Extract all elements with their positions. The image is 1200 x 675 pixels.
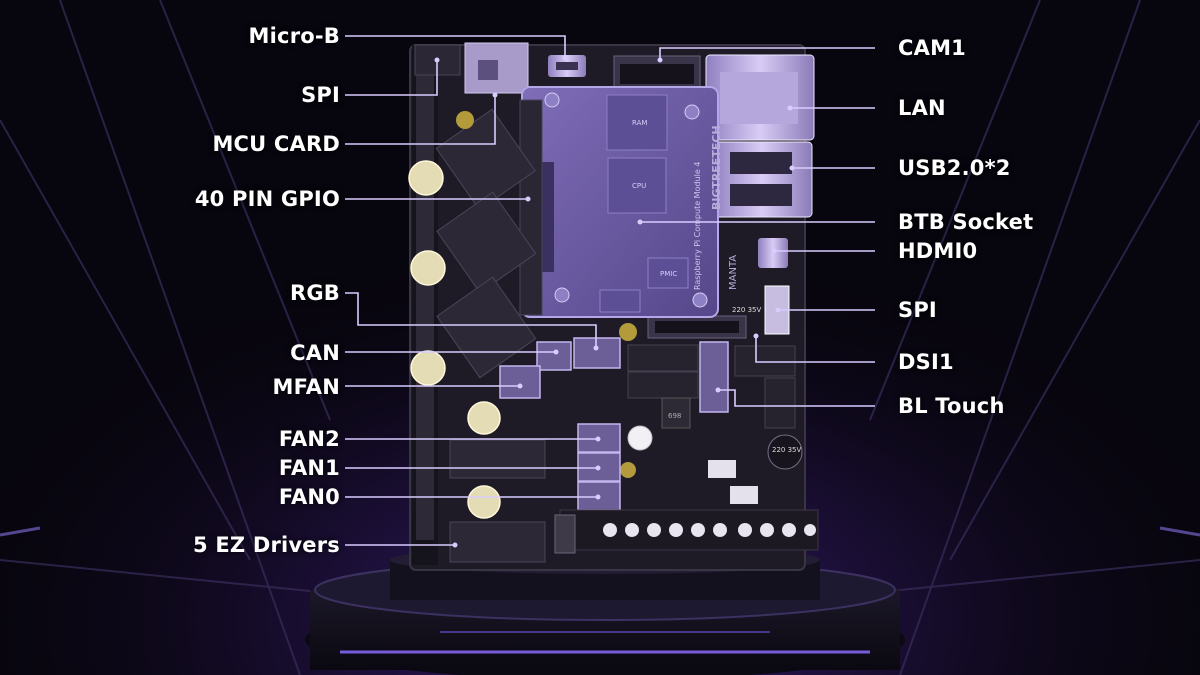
callout-lines bbox=[345, 35, 875, 546]
label-lan: LAN bbox=[898, 96, 946, 120]
room-light-strips bbox=[0, 526, 1200, 537]
line-micro-b bbox=[345, 35, 566, 58]
label-cam1: CAM1 bbox=[898, 36, 966, 60]
label-fan1: FAN1 bbox=[278, 456, 340, 480]
label-mfan: MFAN bbox=[272, 375, 340, 399]
label-spi-left: SPI bbox=[301, 83, 340, 107]
manta-board bbox=[408, 42, 819, 571]
pmic-chip-text: PMIC bbox=[660, 270, 677, 278]
line-dsi1 bbox=[755, 336, 875, 363]
label-rgb: RGB bbox=[289, 281, 340, 305]
label-usb: USB2.0*2 bbox=[898, 156, 1011, 180]
label-ez-drivers: 5 EZ Drivers bbox=[193, 533, 340, 557]
label-mcu-card: MCU CARD bbox=[212, 132, 340, 156]
label-dsi1: DSI1 bbox=[898, 350, 954, 374]
line-bl-touch bbox=[718, 389, 875, 407]
model-text: MANTA bbox=[728, 255, 739, 290]
line-mcu-card bbox=[345, 95, 496, 145]
label-micro-b: Micro-B bbox=[248, 24, 340, 48]
label-btb: BTB Socket bbox=[898, 210, 1034, 234]
callout-dots bbox=[434, 55, 795, 548]
cm-text: Raspberry Pi Compute Module 4 bbox=[693, 162, 702, 290]
line-spi-left bbox=[345, 60, 438, 96]
label-hdmi0: HDMI0 bbox=[898, 239, 978, 263]
brand-text: BIGTREETECH bbox=[710, 125, 723, 210]
small-chip-text: 698 bbox=[668, 412, 681, 420]
line-rgb bbox=[345, 292, 597, 348]
label-gpio: 40 PIN GPIO bbox=[194, 187, 340, 211]
cap-text-2: 220 35V bbox=[732, 306, 761, 314]
cap-text-1: 220 35V bbox=[772, 446, 801, 454]
line-cam1 bbox=[659, 47, 875, 60]
pedestal bbox=[305, 546, 905, 675]
ram-chip-text: RAM bbox=[632, 119, 647, 127]
label-fan2: FAN2 bbox=[278, 427, 340, 451]
cpu-chip-text: CPU bbox=[632, 182, 646, 190]
label-bl-touch: BL Touch bbox=[898, 394, 1005, 418]
label-can: CAN bbox=[290, 341, 340, 365]
board-markings: Raspberry Pi Compute Module 4 BIGTREETEC… bbox=[632, 119, 801, 454]
label-spi-right: SPI bbox=[898, 298, 937, 322]
label-fan0: FAN0 bbox=[278, 485, 340, 509]
